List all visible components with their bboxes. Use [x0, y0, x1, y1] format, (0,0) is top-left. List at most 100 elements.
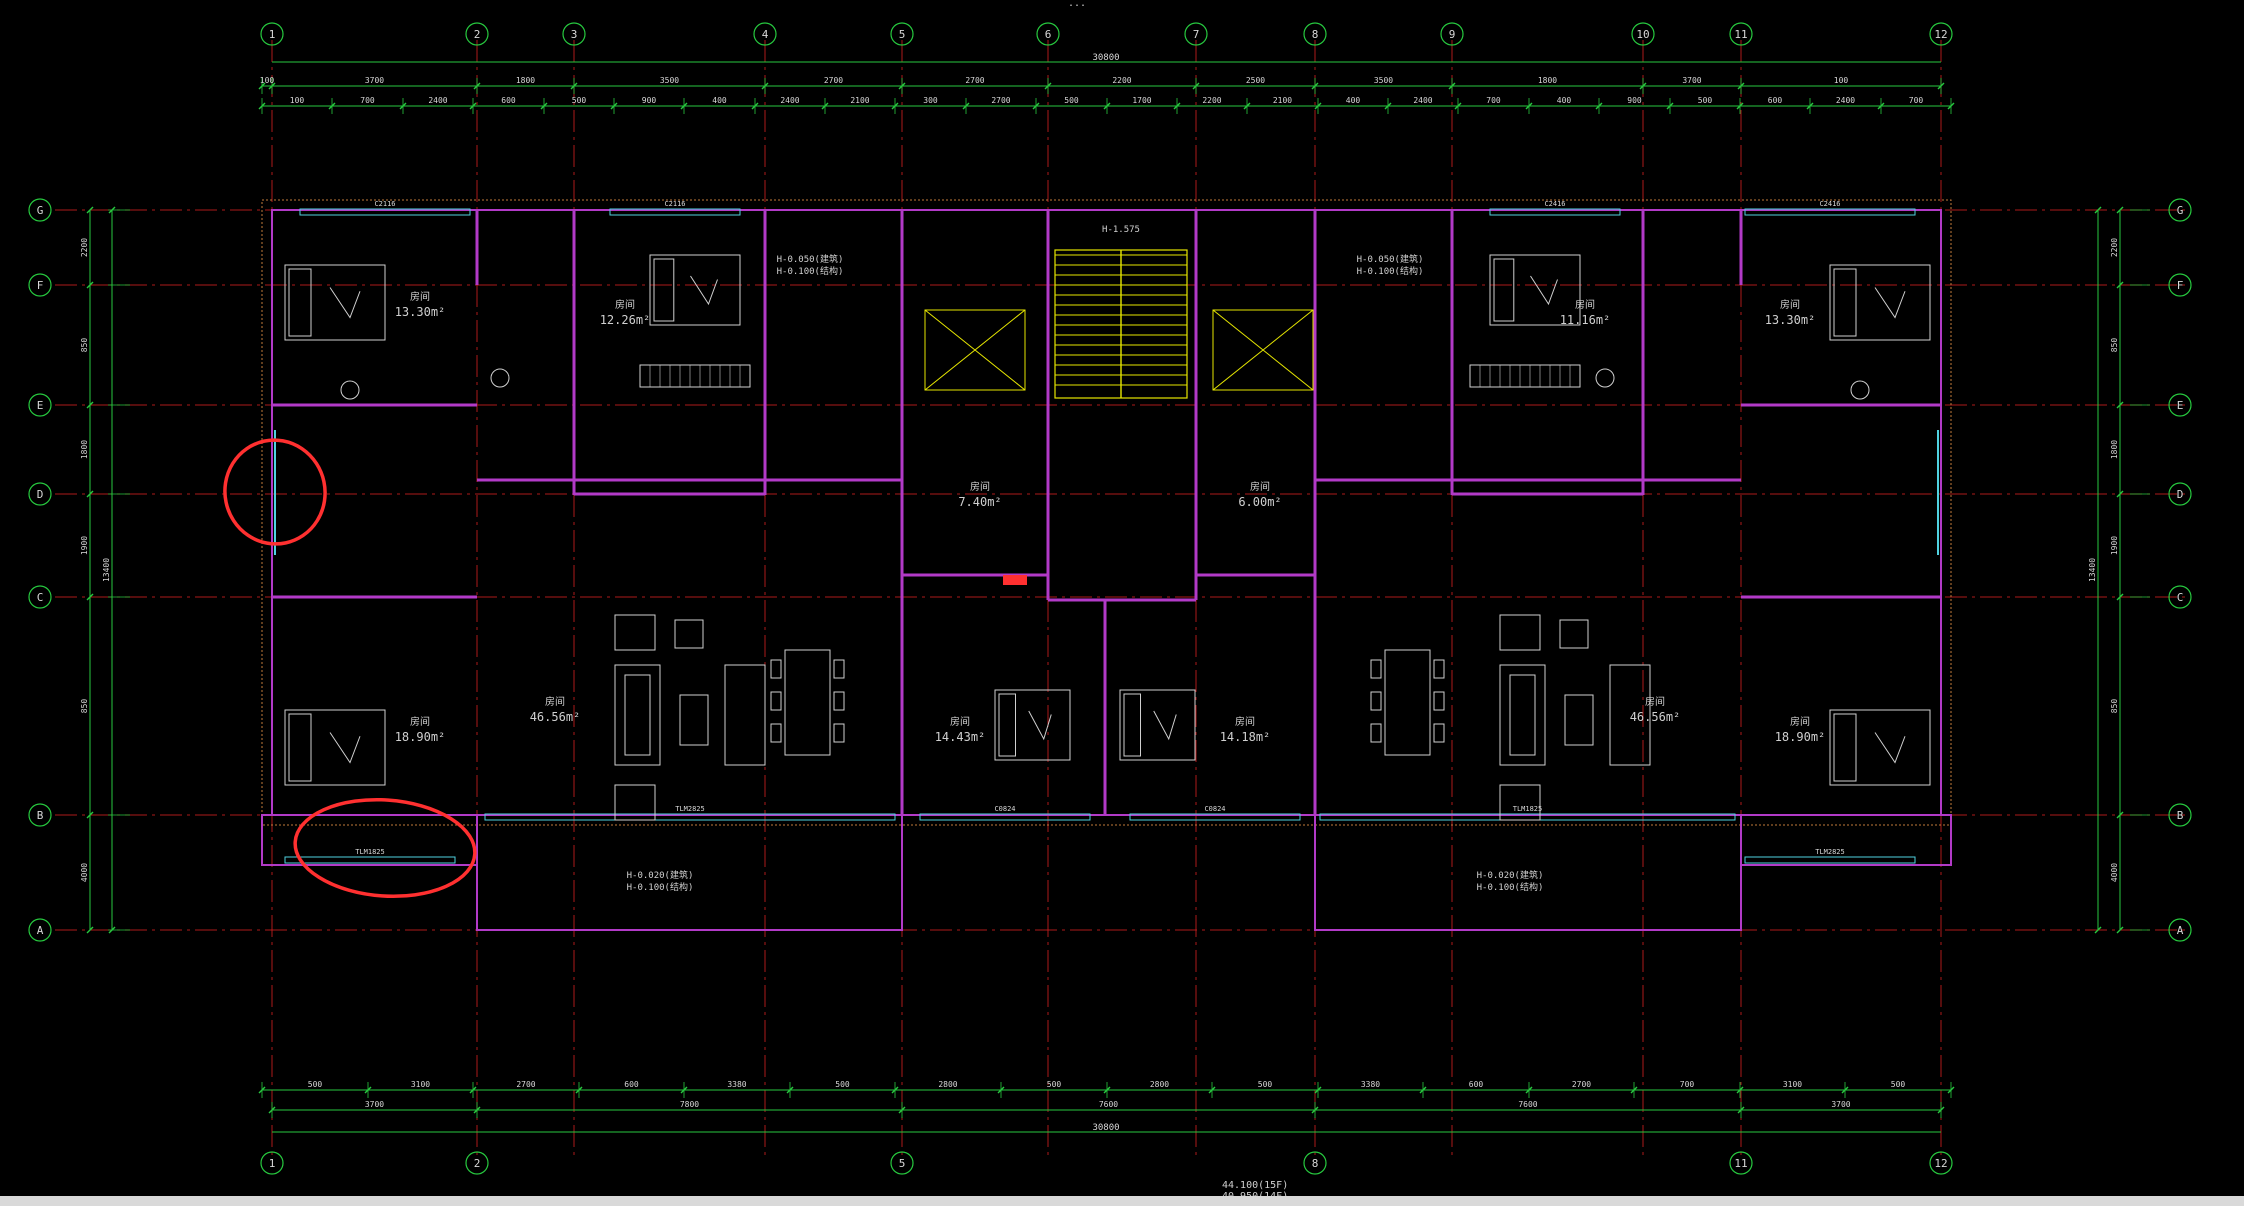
elevator-shaft — [924, 309, 1026, 391]
living-left-sofa-seat — [624, 674, 651, 756]
grid-bubble-left-D-label: D — [37, 488, 44, 501]
room-label: 房间 — [1780, 298, 1800, 311]
grid-bubble-top-1-label: 1 — [269, 28, 276, 41]
grid-bubble-left-D-circle — [28, 482, 52, 506]
kitchen-counter — [1469, 364, 1581, 388]
dim-top-row1-label: 100 — [1834, 76, 1849, 85]
living-left-sofa-2 — [724, 664, 766, 766]
grid-bubble-bottom-2-circle — [465, 1151, 489, 1175]
living-left-coffee-table — [679, 694, 709, 746]
red-circle-left-window — [223, 438, 327, 546]
bed-room-g4-pillow — [1833, 268, 1857, 337]
window-7 — [1129, 813, 1301, 821]
dim-top-row2-label: 700 — [1909, 96, 1924, 105]
room-area: 6.00m² — [1238, 495, 1281, 509]
grid-bubble-left-A-label: A — [37, 924, 44, 937]
window-6 — [919, 813, 1091, 821]
dim-top-row1-label: 1800 — [1538, 76, 1557, 85]
elevator-x — [924, 309, 1026, 391]
grid-bubble-top-1-circle — [260, 22, 284, 46]
furniture-layer — [284, 249, 1931, 821]
bed-room-b4 — [1829, 709, 1931, 786]
grid-bubble-top-8-circle — [1303, 22, 1327, 46]
room-area: 11.16m² — [1560, 313, 1611, 327]
dim-right-total-label: 13400 — [2088, 558, 2097, 582]
dim-left-col-label: 4000 — [80, 863, 89, 882]
dim-left-col-tick — [86, 593, 94, 601]
dim-bottom-row1-label: 2800 — [1150, 1080, 1169, 1089]
bed-room-g4-blanket — [1874, 287, 1906, 319]
dim-top-row1-label: 3500 — [1374, 76, 1393, 85]
room-area: 14.18m² — [1220, 730, 1271, 744]
dim-bottom-row1-label: 500 — [1891, 1080, 1906, 1089]
grid-bubble-bottom-5-circle — [890, 1151, 914, 1175]
dim-top-row2-label: 2100 — [1273, 96, 1292, 105]
toilet-fixture — [1595, 368, 1615, 388]
elevation-note: H-0.050(建筑) — [1357, 253, 1424, 265]
grid-bubble-bottom-1-label: 1 — [269, 1157, 276, 1170]
grid-bubble-top-9-label: 9 — [1449, 28, 1456, 41]
dining-left-chair — [770, 723, 782, 743]
dim-top-row2-label: 700 — [360, 96, 375, 105]
dim-bottom-row1-label: 500 — [1258, 1080, 1273, 1089]
window-tag: C2116 — [664, 200, 685, 208]
dining-right-chair — [1433, 723, 1445, 743]
dim-right-col-tick — [2116, 401, 2124, 409]
dim-top-row1-label: 3500 — [660, 76, 679, 85]
grid-bubble-bottom-2-label: 2 — [474, 1157, 481, 1170]
dim-bottom-row1-label: 2800 — [938, 1080, 957, 1089]
window-tag: C0824 — [994, 805, 1015, 813]
dim-left-col-tick — [86, 281, 94, 289]
dim-top-row2-label: 300 — [923, 96, 938, 105]
grid-bubble-top-7-label: 7 — [1193, 28, 1200, 41]
grid-bubble-bottom-12-label: 12 — [1934, 1157, 1947, 1170]
grid-bubble-top-10-circle — [1631, 22, 1655, 46]
grid-bubble-top-4-circle — [753, 22, 777, 46]
grid-bubble-top-12-label: 12 — [1934, 28, 1947, 41]
dim-bottom-row1-label: 600 — [1469, 1080, 1484, 1089]
room-label: 房间 — [1250, 480, 1270, 493]
dim-bottom-row1-label: 3100 — [1783, 1080, 1802, 1089]
dim-bottom-row1-label: 2700 — [1572, 1080, 1591, 1089]
grid-bubble-left-A-circle — [28, 918, 52, 942]
grid-bubble-bottom-11-circle — [1729, 1151, 1753, 1175]
dim-overall-bottom-label: 30800 — [1092, 1123, 1119, 1133]
dim-top-row1-label: 3700 — [365, 76, 384, 85]
bed-room-center-right — [1119, 689, 1196, 761]
dim-top-row2-label: 700 — [1486, 96, 1501, 105]
dim-right-total-tick — [2094, 926, 2102, 934]
room-area: 18.90m² — [1775, 730, 1826, 744]
room-area: 12.26m² — [600, 313, 651, 327]
dining-left-chair — [833, 691, 845, 711]
grid-bubble-top-7-circle — [1184, 22, 1208, 46]
window-3 — [1744, 208, 1916, 216]
window-tag: C2416 — [1544, 200, 1565, 208]
living-right-coffee-table — [1564, 694, 1594, 746]
grid-bubble-right-F-label: F — [2177, 279, 2184, 292]
room-area: 14.43m² — [935, 730, 986, 744]
window-0 — [299, 208, 471, 216]
dim-top-row2-label: 100 — [290, 96, 305, 105]
bed-room-g2-blanket — [690, 275, 718, 306]
dim-left-total-label: 13400 — [102, 558, 111, 582]
red-circle-balcony-window — [293, 797, 477, 899]
room-label: 房间 — [1575, 298, 1595, 311]
bed-room-g2 — [649, 254, 741, 326]
dim-bottom-row2-label: 7600 — [1518, 1100, 1537, 1109]
window-tag: C2116 — [374, 200, 395, 208]
dim-right-col-label: 1900 — [2110, 536, 2119, 555]
elevation-note: H-0.020(建筑) — [627, 869, 694, 881]
window-2 — [1489, 208, 1621, 216]
dim-left-col-label: 1800 — [80, 440, 89, 459]
grid-bubble-right-E-circle — [2168, 393, 2192, 417]
grid-bubble-right-A-circle — [2168, 918, 2192, 942]
living-right-sofa-2 — [1609, 664, 1651, 766]
balcony-right-small — [1740, 814, 1952, 866]
bed-room-g2-pillow — [653, 258, 675, 322]
grid-bubble-top-5-label: 5 — [899, 28, 906, 41]
bed-room-center-left-pillow — [998, 693, 1016, 757]
living-right-sofa — [1499, 664, 1546, 766]
dim-bottom-row1-label: 3380 — [1361, 1080, 1380, 1089]
